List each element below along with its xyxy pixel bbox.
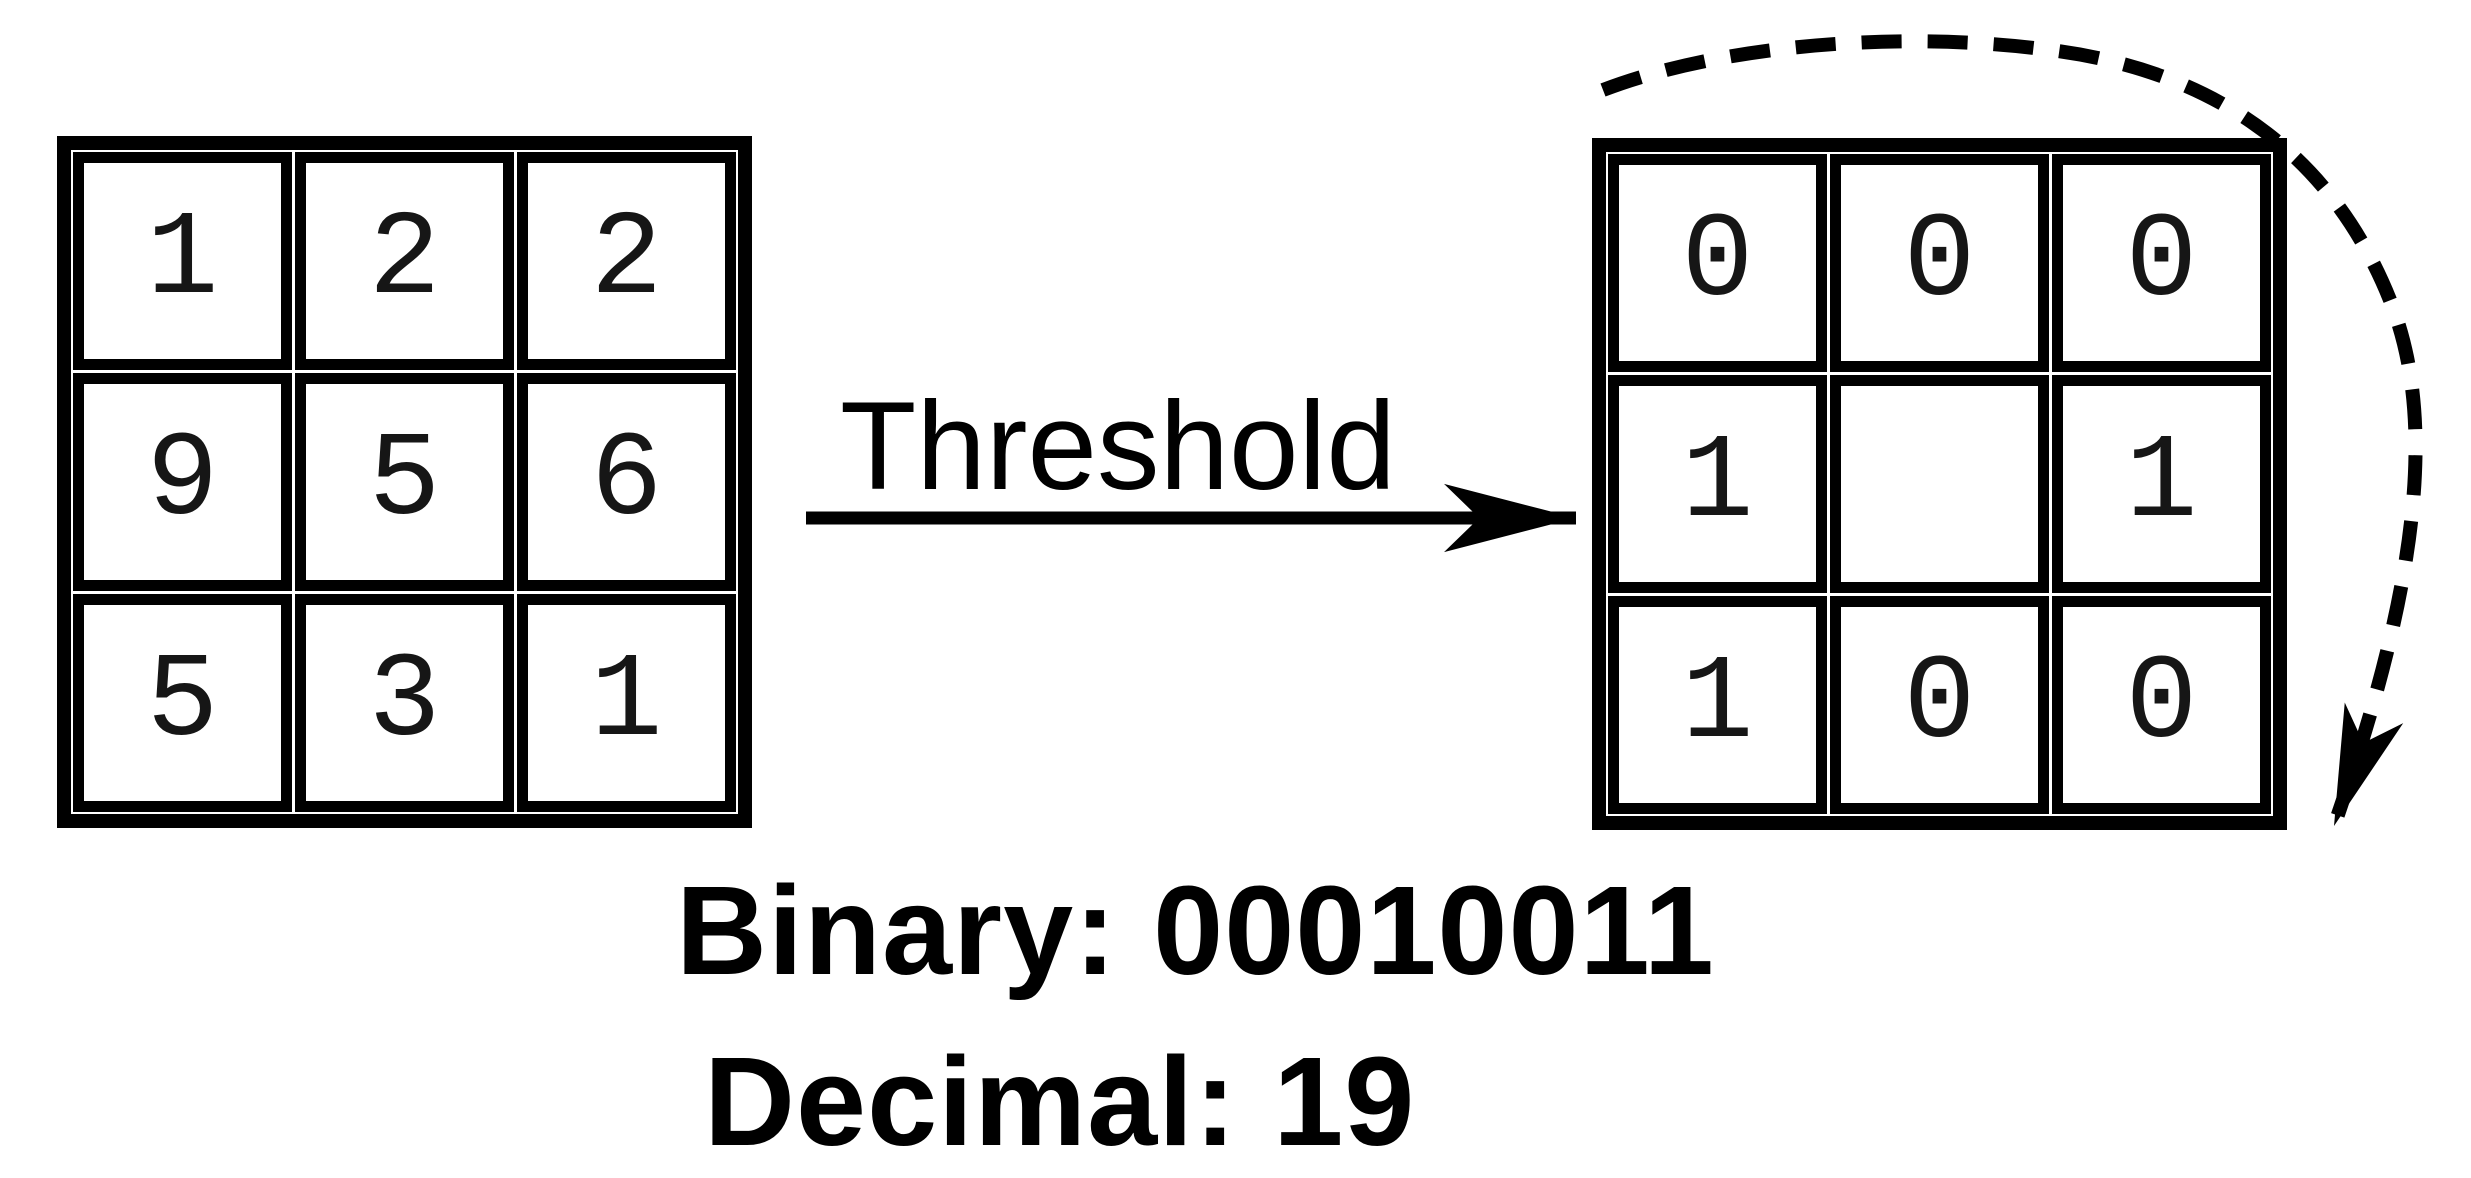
threshold-label: Threshold	[840, 377, 1396, 516]
grid-cell: 0	[2052, 596, 2271, 814]
grid-cell: 0	[1830, 596, 2049, 814]
grid-cell: 1	[1608, 596, 1827, 814]
grid-cell: 0	[1830, 154, 2049, 372]
grid-cell	[1830, 375, 2049, 593]
grid-cell: 0	[2052, 154, 2271, 372]
grid-cell: 5	[295, 373, 514, 591]
grid-cell: 1	[1608, 375, 1827, 593]
grid-cell: 1	[2052, 375, 2271, 593]
rotation-order-dashed-arc-arrow-icon	[1600, 34, 2423, 829]
grid-cell: 9	[73, 373, 292, 591]
grid-cell: 3	[295, 594, 514, 812]
grid-cell: 0	[1608, 154, 1827, 372]
grid-cell: 6	[517, 373, 736, 591]
grid-cell: 2	[295, 152, 514, 370]
binary-result-text: Binary: 00010011	[676, 860, 1715, 1001]
grid-cell: 1	[517, 594, 736, 812]
grid-cell: 5	[73, 594, 292, 812]
grid-cell: 2	[517, 152, 736, 370]
grid-cell: 1	[73, 152, 292, 370]
decimal-result-text: Decimal: 19	[704, 1031, 1416, 1172]
